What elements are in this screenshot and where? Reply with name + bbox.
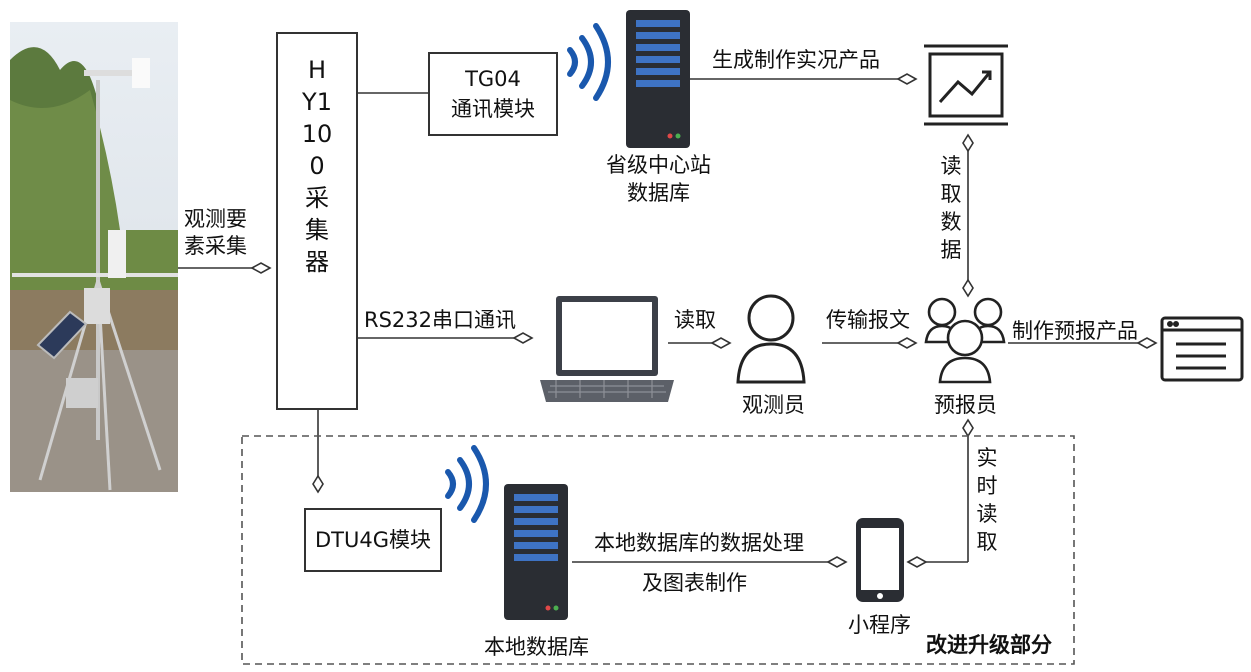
wifi-signal-icon xyxy=(567,23,611,101)
hy1100-collector-box: HY1100采集器 xyxy=(276,32,358,410)
diamond-marker xyxy=(962,418,974,438)
trend-chart-monitor-icon xyxy=(924,44,1008,126)
weather-station-photo xyxy=(10,22,178,492)
make-forecast-label: 制作预报产品 xyxy=(1012,319,1138,343)
provincial-db-label-2: 数据库 xyxy=(627,181,690,205)
local-processing-label-2: 及图表制作 xyxy=(642,571,747,595)
rs232-label: RS232串口通讯 xyxy=(364,308,517,332)
upgrade-part-label: 改进升级部分 xyxy=(926,633,1052,657)
dtu-label: DTU4G模块 xyxy=(314,528,431,552)
server-icon xyxy=(504,484,568,620)
diamond-marker xyxy=(312,474,324,494)
server-icon xyxy=(626,10,690,148)
diamond-marker xyxy=(962,278,974,298)
diamond-marker xyxy=(250,262,272,274)
local-db-label: 本地数据库 xyxy=(484,635,589,659)
element-collect-label: 观测要素采集 xyxy=(184,207,247,258)
tg04-module-box: TG04 通讯模块 xyxy=(428,52,558,136)
realtime-read-label: 实时读取 xyxy=(976,446,998,554)
mini-program-label: 小程序 xyxy=(848,613,911,637)
laptop-icon xyxy=(540,296,674,402)
diamond-marker xyxy=(906,556,928,568)
group-of-people-icon xyxy=(924,297,1006,384)
local-processing-label-1: 本地数据库的数据处理 xyxy=(594,531,804,555)
diamond-marker xyxy=(1136,337,1158,349)
diamond-marker xyxy=(710,337,732,349)
forecaster-label: 预报员 xyxy=(934,393,997,417)
dtu-module-box: DTU4G模块 xyxy=(304,508,442,572)
read-data-label: 读取数据 xyxy=(940,154,962,262)
tg04-sub-label: 通讯模块 xyxy=(451,97,535,121)
diamond-marker xyxy=(962,133,974,153)
observer-label: 观测员 xyxy=(742,393,805,417)
person-icon xyxy=(736,294,806,384)
diamond-marker xyxy=(896,73,918,85)
diamond-marker xyxy=(896,337,918,349)
read-label: 读取 xyxy=(674,308,716,332)
provincial-db-label-1: 省级中心站 xyxy=(606,153,711,177)
diamond-markers xyxy=(250,73,1158,568)
tg04-label: TG04 xyxy=(465,67,521,91)
transmit-label: 传输报文 xyxy=(826,308,910,332)
collector-label: HY1100采集器 xyxy=(301,56,333,276)
browser-window-icon xyxy=(1160,316,1244,382)
wifi-signal-icon xyxy=(445,445,489,523)
diamond-marker xyxy=(512,332,534,344)
smartphone-icon xyxy=(856,518,904,602)
diamond-marker xyxy=(826,556,848,568)
generate-products-label: 生成制作实况产品 xyxy=(712,48,880,72)
upgrade-region-border xyxy=(241,435,1075,665)
